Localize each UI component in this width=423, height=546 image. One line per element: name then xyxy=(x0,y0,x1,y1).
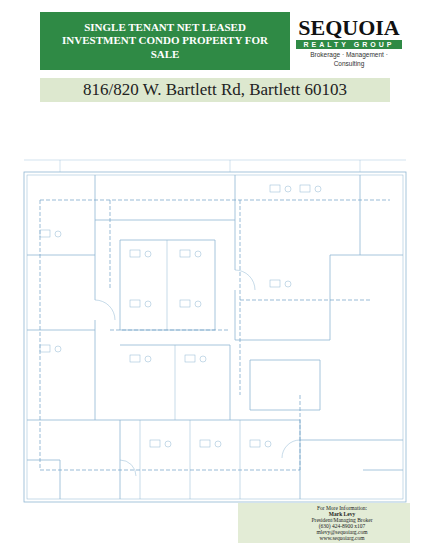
logo-name: SEQUOIA xyxy=(298,14,399,40)
fixture xyxy=(195,251,201,257)
contact-box: For More Information:Mark LevyPresident/… xyxy=(238,503,410,543)
fixture xyxy=(55,231,61,237)
fixture xyxy=(285,281,291,287)
contact-line: For More Information: xyxy=(317,505,367,511)
heading-text: SINGLE TENANT NET LEASED INVESTMENT COND… xyxy=(60,21,270,61)
fixture xyxy=(40,345,50,352)
fixture xyxy=(250,440,260,447)
fixture xyxy=(215,441,221,447)
fixture xyxy=(270,185,280,192)
logo-tagline: REALTY GROUP xyxy=(296,40,402,49)
fixture xyxy=(130,300,140,307)
fixture xyxy=(200,356,206,362)
fixture xyxy=(145,251,151,257)
fixture xyxy=(145,356,151,362)
fixture xyxy=(180,300,190,307)
fixture xyxy=(145,301,151,307)
fixture xyxy=(165,441,171,447)
fixture xyxy=(185,355,195,362)
logo-tagline: Brokerage · Management · Consulting xyxy=(296,49,402,68)
fixture xyxy=(315,186,321,192)
logo-box: SEQUOIAREALTY GROUPBrokerage · Managemen… xyxy=(292,12,406,70)
fixture xyxy=(195,301,201,307)
fixture xyxy=(270,280,280,287)
address-band: 816/820 W. Bartlett Rd, Bartlett 60103 xyxy=(40,78,390,102)
contact-line: Mark Levy xyxy=(329,511,355,517)
fixture xyxy=(55,346,61,352)
fixture xyxy=(40,230,50,237)
heading-text: 816/820 W. Bartlett Rd, Bartlett 60103 xyxy=(83,80,347,100)
fixture xyxy=(285,186,291,192)
fixture xyxy=(200,440,210,447)
fixture xyxy=(265,441,271,447)
contact-line: (630) 424-8900 x107 xyxy=(319,523,366,529)
contact-line: www.sequoiarg.com xyxy=(319,535,364,541)
fixture xyxy=(130,355,140,362)
header-band: SINGLE TENANT NET LEASED INVESTMENT COND… xyxy=(40,12,290,70)
fixture xyxy=(180,250,190,257)
contact-line: President/Managing Broker xyxy=(312,517,373,523)
fixture xyxy=(150,440,160,447)
fixture xyxy=(300,185,310,192)
fixture xyxy=(130,250,140,257)
contact-line: mlevy@sequoiarg.com xyxy=(317,529,368,535)
